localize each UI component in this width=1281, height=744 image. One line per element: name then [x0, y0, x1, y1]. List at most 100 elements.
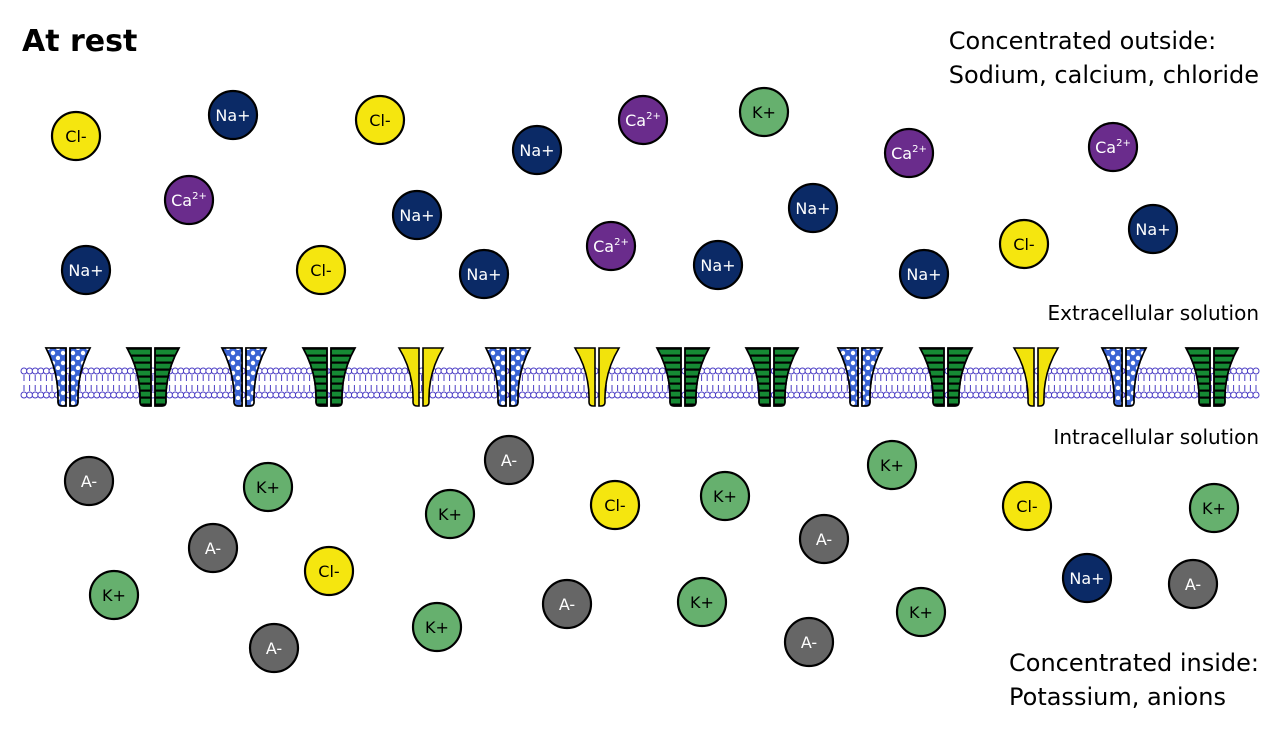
- chloride-ion: Cl-: [50, 110, 102, 162]
- svg-text:K+: K+: [1202, 499, 1226, 518]
- potassium-ion: K+: [411, 601, 463, 653]
- sodium-ion: Na+: [787, 182, 839, 234]
- chloride-channel: [397, 347, 445, 407]
- chloride-ion: Cl-: [589, 479, 641, 531]
- svg-text:A-: A-: [205, 539, 221, 558]
- sodium-ion: Na+: [391, 189, 443, 241]
- potassium-ion: K+: [1188, 482, 1240, 534]
- sodium-channel: [484, 347, 532, 407]
- chloride-ion: Cl-: [295, 244, 347, 296]
- calcium-ion: Ca2+: [883, 127, 935, 179]
- svg-text:Na+: Na+: [700, 256, 735, 275]
- potassium-channel: [1184, 347, 1240, 407]
- outside-note-line1: Concentrated outside:: [948, 27, 1217, 55]
- svg-text:K+: K+: [102, 586, 126, 605]
- svg-text:Na+: Na+: [215, 106, 250, 125]
- diagram-title: At rest: [22, 24, 138, 59]
- potassium-channel: [744, 347, 800, 407]
- ion-channels: [44, 347, 1240, 407]
- svg-text:K+: K+: [880, 456, 904, 475]
- potassium-ion: K+: [895, 586, 947, 638]
- svg-text:Cl-: Cl-: [604, 496, 625, 515]
- anion-ion: A-: [483, 434, 535, 486]
- anion-ion: A-: [248, 622, 300, 674]
- chloride-channel: [573, 347, 621, 407]
- potassium-ion: K+: [699, 470, 751, 522]
- svg-text:K+: K+: [256, 478, 280, 497]
- svg-text:A-: A-: [1185, 575, 1201, 594]
- outside-note-line2: Sodium, calcium, chloride: [948, 61, 1259, 89]
- sodium-ion: Na+: [207, 89, 259, 141]
- sodium-ion: Na+: [692, 239, 744, 291]
- calcium-ion: Ca2+: [585, 220, 637, 272]
- svg-text:Na+: Na+: [906, 265, 941, 284]
- svg-text:Cl-: Cl-: [369, 111, 390, 130]
- svg-text:A-: A-: [816, 530, 832, 549]
- svg-text:K+: K+: [909, 603, 933, 622]
- anion-ion: A-: [541, 578, 593, 630]
- potassium-channel: [125, 347, 181, 407]
- calcium-ion: Ca2+: [617, 94, 669, 146]
- sodium-ion: Na+: [511, 124, 563, 176]
- sodium-channel: [836, 347, 884, 407]
- potassium-channel: [918, 347, 974, 407]
- svg-text:A-: A-: [801, 633, 817, 652]
- extracellular-ions: Cl- Na+ Cl- Na+ Ca2+ K+ Ca2+ Na+ Ca2+ Ca2+ Na+ Na+ C…: [50, 86, 1179, 300]
- svg-text:K+: K+: [752, 103, 776, 122]
- anion-ion: A-: [798, 513, 850, 565]
- intracellular-label: Intracellular solution: [1053, 425, 1259, 449]
- svg-text:Cl-: Cl-: [1016, 497, 1037, 516]
- svg-text:Cl-: Cl-: [318, 562, 339, 581]
- potassium-ion: K+: [424, 488, 476, 540]
- potassium-ion: K+: [738, 86, 790, 138]
- potassium-ion: K+: [676, 576, 728, 628]
- svg-text:Cl-: Cl-: [1013, 235, 1034, 254]
- sodium-ion: Na+: [1127, 203, 1179, 255]
- inside-note-line2: Potassium, anions: [1009, 683, 1226, 711]
- anion-ion: A-: [63, 455, 115, 507]
- svg-text:Na+: Na+: [795, 199, 830, 218]
- svg-text:K+: K+: [690, 593, 714, 612]
- svg-text:K+: K+: [713, 487, 737, 506]
- potassium-channel: [301, 347, 357, 407]
- potassium-ion: K+: [88, 569, 140, 621]
- sodium-ion: Na+: [898, 248, 950, 300]
- svg-text:A-: A-: [81, 472, 97, 491]
- anion-ion: A-: [783, 616, 835, 668]
- sodium-ion: Na+: [458, 248, 510, 300]
- outside-concentration-note: Concentrated outside: Sodium, calcium, c…: [949, 24, 1259, 92]
- chloride-ion: Cl-: [1001, 480, 1053, 532]
- chloride-channel: [1012, 347, 1060, 407]
- svg-text:Na+: Na+: [466, 265, 501, 284]
- sodium-ion: Na+: [1061, 552, 1113, 604]
- svg-text:Na+: Na+: [399, 206, 434, 225]
- anion-ion: A-: [1167, 558, 1219, 610]
- potassium-ion: K+: [242, 461, 294, 513]
- svg-text:A-: A-: [559, 595, 575, 614]
- svg-text:A-: A-: [266, 639, 282, 658]
- potassium-ion: K+: [866, 439, 918, 491]
- chloride-ion: Cl-: [998, 218, 1050, 270]
- sodium-channel: [220, 347, 268, 407]
- chloride-ion: Cl-: [303, 545, 355, 597]
- svg-text:Na+: Na+: [68, 261, 103, 280]
- sodium-channel: [1100, 347, 1148, 407]
- calcium-ion: Ca2+: [163, 174, 215, 226]
- sodium-ion: Na+: [60, 244, 112, 296]
- calcium-ion: Ca2+: [1087, 121, 1139, 173]
- anion-ion: A-: [187, 522, 239, 574]
- inside-concentration-note: Concentrated inside: Potassium, anions: [1009, 646, 1259, 714]
- lipid-bilayer: [20, 367, 1260, 399]
- svg-text:K+: K+: [425, 618, 449, 637]
- sodium-channel: [44, 347, 92, 407]
- svg-text:A-: A-: [501, 451, 517, 470]
- intracellular-ions: A- K+ A- K+ Cl- K+ A- Cl- A- K+ K+ K+ A- K+ A- Cl- K+ K+ N…: [63, 434, 1240, 674]
- inside-note-line1: Concentrated inside:: [1009, 649, 1259, 677]
- extracellular-label: Extracellular solution: [1047, 301, 1259, 325]
- svg-text:Na+: Na+: [519, 141, 554, 160]
- svg-text:K+: K+: [438, 505, 462, 524]
- svg-text:Na+: Na+: [1069, 569, 1104, 588]
- svg-text:Cl-: Cl-: [65, 127, 86, 146]
